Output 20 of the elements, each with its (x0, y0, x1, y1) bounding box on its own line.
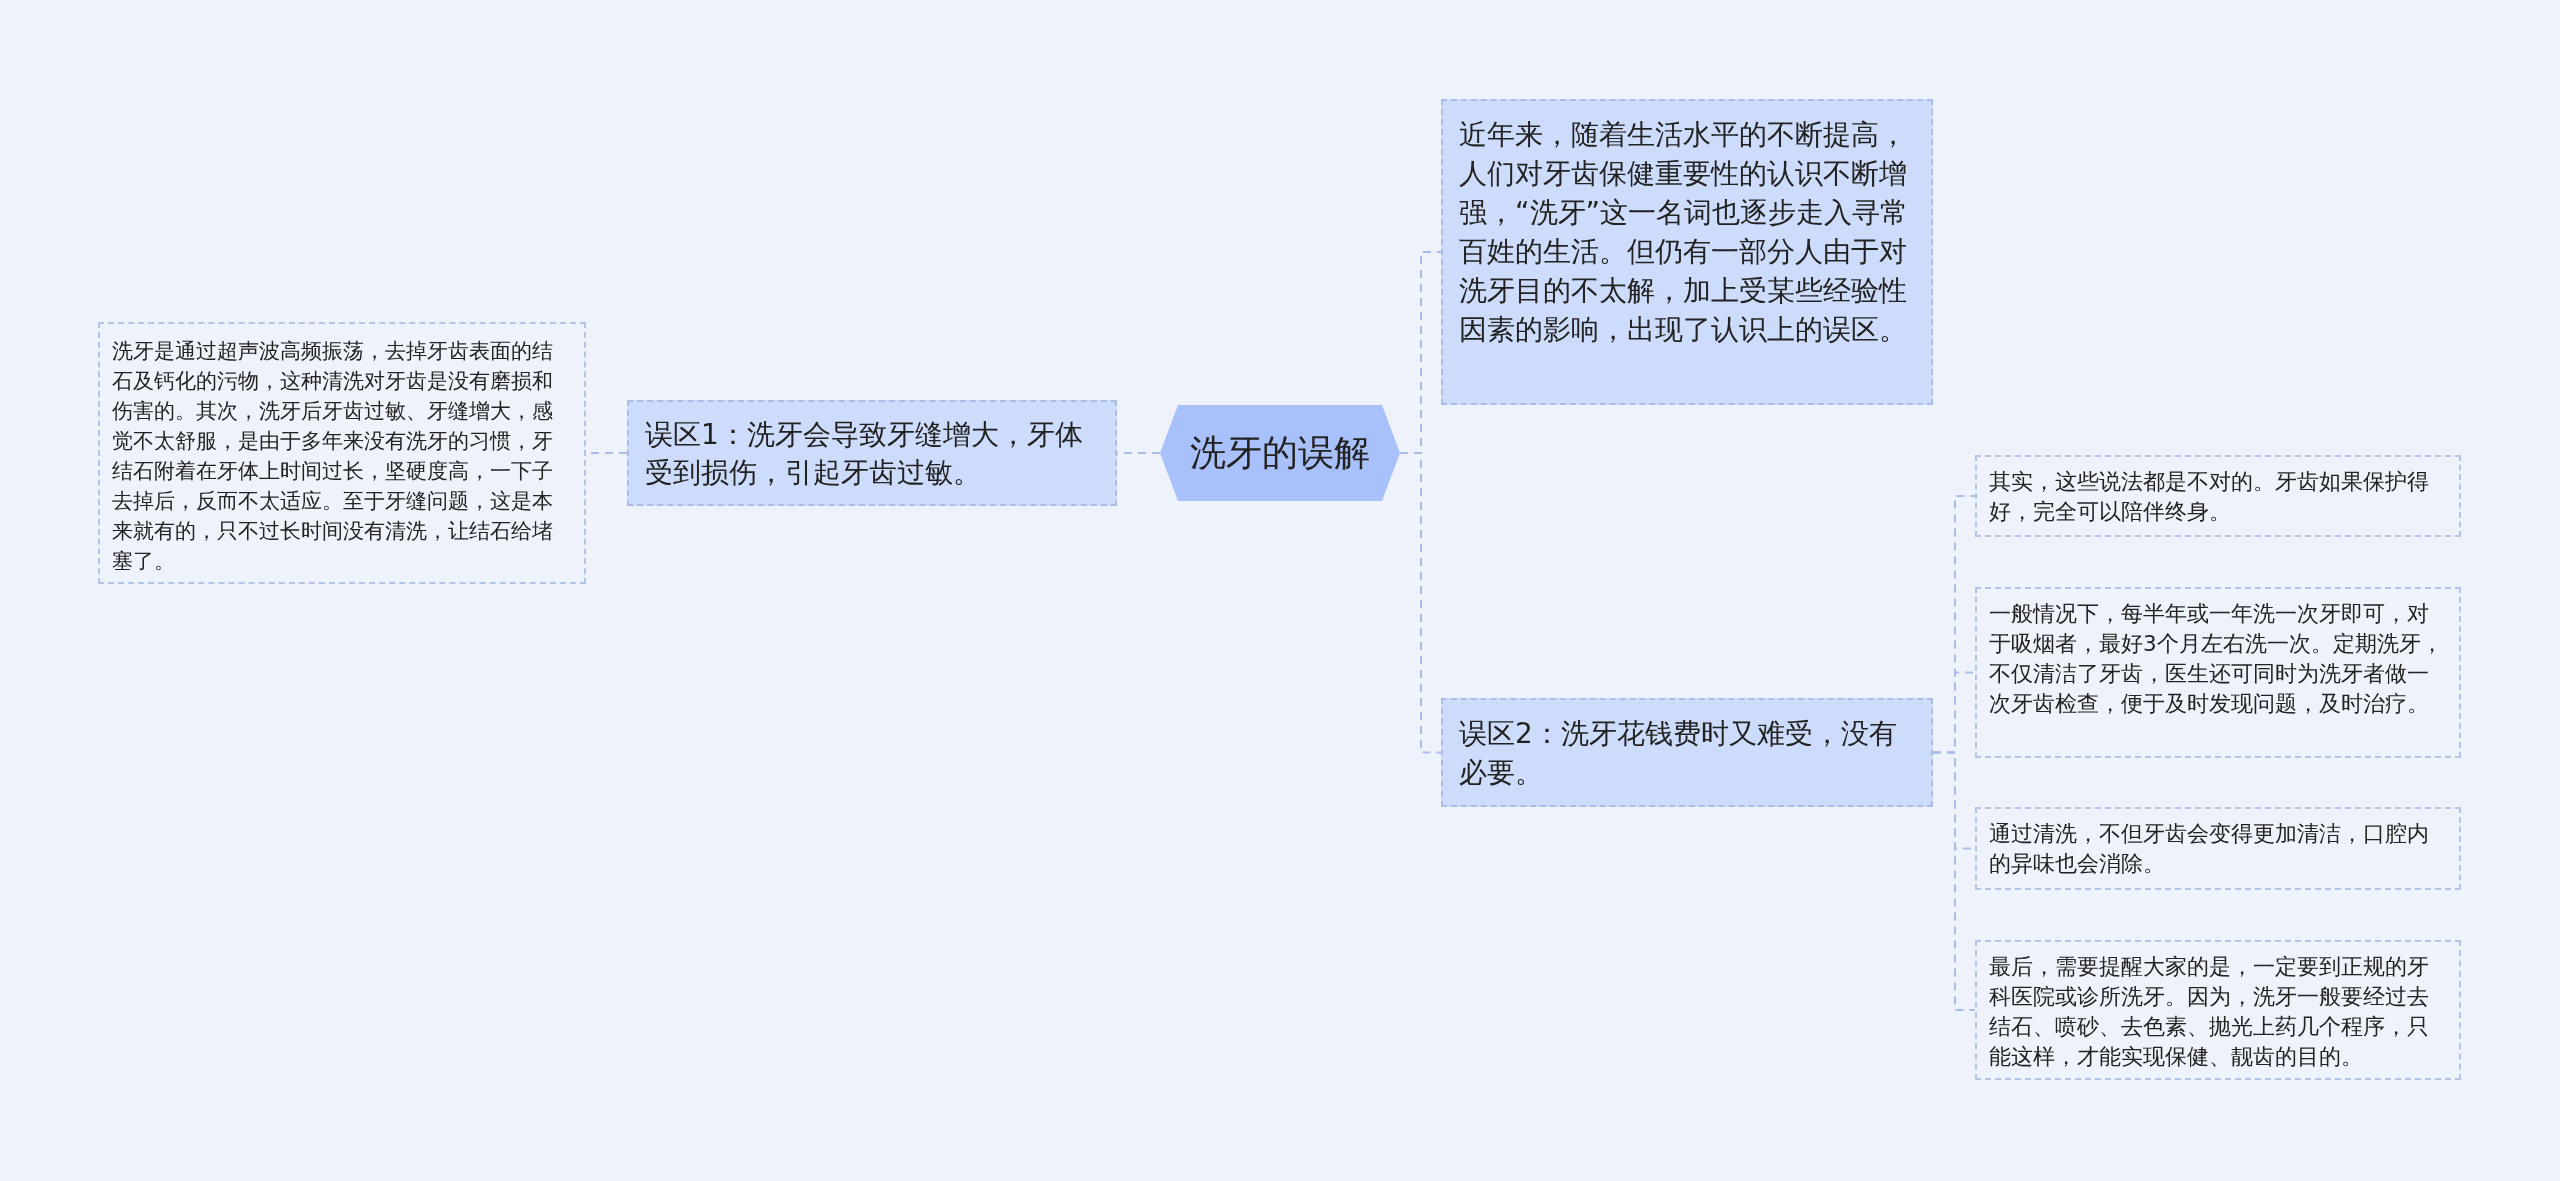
note-text: 洗牙是通过超声波高频振荡，去掉牙齿表面的结石及钙化的污物，这种清洗对牙齿是没有磨损和伤害的。其次，洗牙后牙齿过敏、牙缝增大，感觉不太舒服，是由于多年来没有洗牙的习惯，牙结石附着在牙体上时间过长，坚硬度高，一下子去掉后，反而不太适应。至于牙缝问题，这是本来就有的，只不过长时间没有清洗，让结石给堵塞了。 (112, 338, 554, 575)
note-box (1975, 455, 2461, 537)
note-text: 一般情况下，每半年或一年洗一次牙即可，对于吸烟者，最好3个月左右洗一次。定期洗牙，不仅清洁了牙齿，医生还可同时为洗牙者做一次牙齿检查，便于及时发现问题，及时治疗。 (1989, 600, 2444, 718)
note-box (98, 322, 586, 584)
note-text: 通过清洗，不但牙齿会变得更加清洁，口腔内的异味也会消除。 (1989, 820, 2430, 878)
note-box (1975, 587, 2461, 758)
topic-text: 近年来，随着生活水平的不断提高，人们对牙齿保健重要性的认识不断增强，“洗牙”这一名词也逐步走入寻常百姓的生活。但仍有一部分人由于对洗牙目的不太解，加上受某些经验性因素的影响，出现了认识上的误区。 (1459, 117, 1909, 348)
note-box (1975, 807, 2461, 890)
note-box (1975, 940, 2461, 1080)
topic-box (1441, 698, 1933, 807)
topic-text: 误区1：洗牙会导致牙缝增大，牙体受到损伤，引起牙齿过敏。 (645, 417, 1084, 491)
connector-line (1932, 751, 1976, 1011)
note-text: 最后，需要提醒大家的是，一定要到正规的牙科医院或诊所洗牙。因为，洗牙一般要经过去结石、喷砂、去色素、抛光上药几个程序，只能这样，才能实现保健、靓齿的目的。 (1989, 953, 2430, 1071)
connector-line (1399, 452, 1442, 754)
topic-text: 洗牙的误解 (1190, 431, 1370, 475)
topic-text: 误区2：洗牙花钱费时又难受，没有必要。 (1459, 716, 1898, 791)
topic-box (1441, 99, 1933, 405)
topic-box (627, 400, 1117, 506)
note-text: 其实，这些说法都是不对的。牙齿如果保护得好，完全可以陪伴终身。 (1989, 468, 2430, 526)
topic-hexagon (1160, 405, 1400, 501)
